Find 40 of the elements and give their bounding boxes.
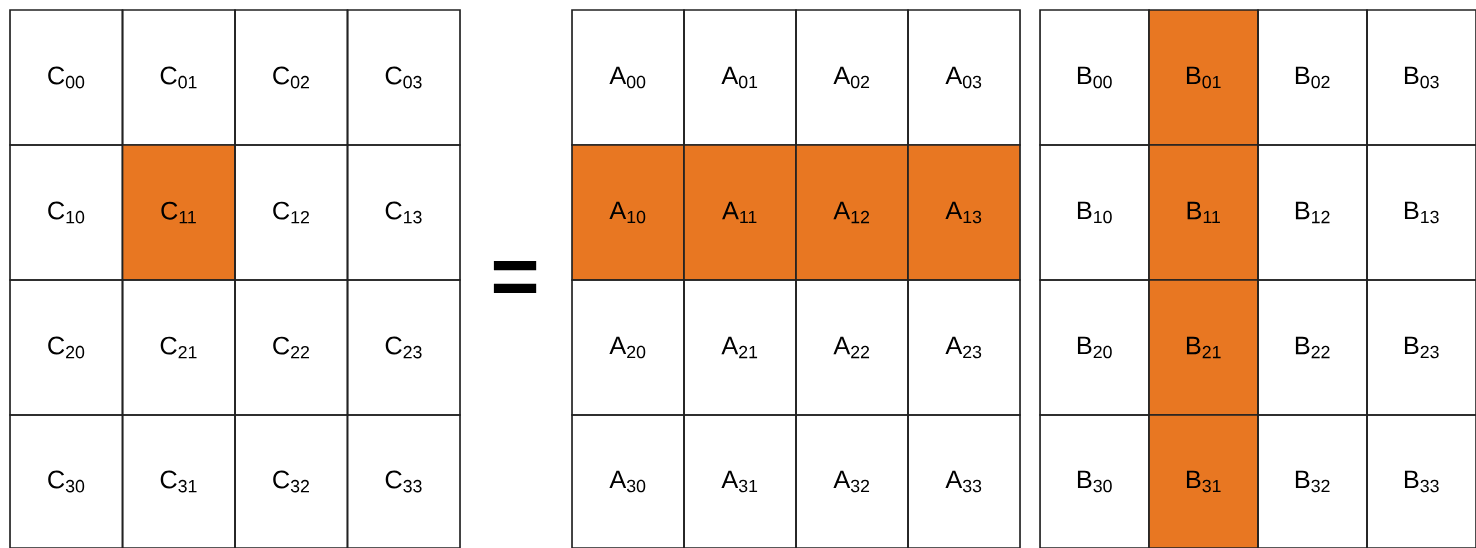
matrix-cell: B$_{33}$	[1366, 414, 1476, 548]
matrix-cell: B$_{30}$	[1039, 414, 1150, 548]
matrix-cell: A$_{12}$	[795, 144, 909, 281]
matrix-cell: B$_{21}$	[1148, 279, 1259, 416]
matrix-cell: C$_{33}$	[346, 414, 461, 548]
matrix-cell: B$_{13}$	[1366, 144, 1476, 281]
matrix-cell: A$_{10}$	[571, 144, 685, 281]
matrix-cell: B$_{03}$	[1366, 9, 1476, 146]
matrix-cell: A$_{30}$	[571, 414, 685, 548]
matrix-cell: A$_{33}$	[907, 414, 1021, 548]
matrix-cell: A$_{21}$	[683, 279, 797, 416]
matrix-cell: B$_{23}$	[1366, 279, 1476, 416]
matrix-cell: B$_{31}$	[1148, 414, 1259, 548]
matrix-cell: C$_{02}$	[234, 9, 349, 146]
matrix-cell: A$_{13}$	[907, 144, 1021, 281]
matrix-cell: C$_{22}$	[234, 279, 349, 416]
matrix-cell: C$_{30}$	[9, 414, 124, 548]
matrix-cell: C$_{23}$	[346, 279, 461, 416]
matrix-cell: A$_{31}$	[683, 414, 797, 548]
matrix-cell: C$_{00}$	[9, 9, 124, 146]
matrix-cell: A$_{11}$	[683, 144, 797, 281]
matrix-cell: C$_{13}$	[346, 144, 461, 281]
matrix-cell: A$_{23}$	[907, 279, 1021, 416]
matrix-cell: B$_{11}$	[1148, 144, 1259, 281]
matrix-cell: C$_{12}$	[234, 144, 349, 281]
matrix-cell: C$_{21}$	[121, 279, 236, 416]
matrix-cell: B$_{22}$	[1257, 279, 1368, 416]
matrix-cell: B$_{12}$	[1257, 144, 1368, 281]
matrix-cell: C$_{11}$	[121, 144, 236, 281]
matrix-cell: B$_{01}$	[1148, 9, 1259, 146]
equals-sign: =	[493, 261, 537, 293]
matrix-cell: A$_{32}$	[795, 414, 909, 548]
matrix-cell: C$_{32}$	[234, 414, 349, 548]
matrix-cell: C$_{31}$	[121, 414, 236, 548]
matrix-cell: B$_{32}$	[1257, 414, 1368, 548]
matrix-cell: B$_{02}$	[1257, 9, 1368, 146]
matrix-cell: A$_{22}$	[795, 279, 909, 416]
matrix-cell: C$_{20}$	[9, 279, 124, 416]
matrix-cell: C$_{03}$	[346, 9, 461, 146]
matrix-cell: A$_{20}$	[571, 279, 685, 416]
